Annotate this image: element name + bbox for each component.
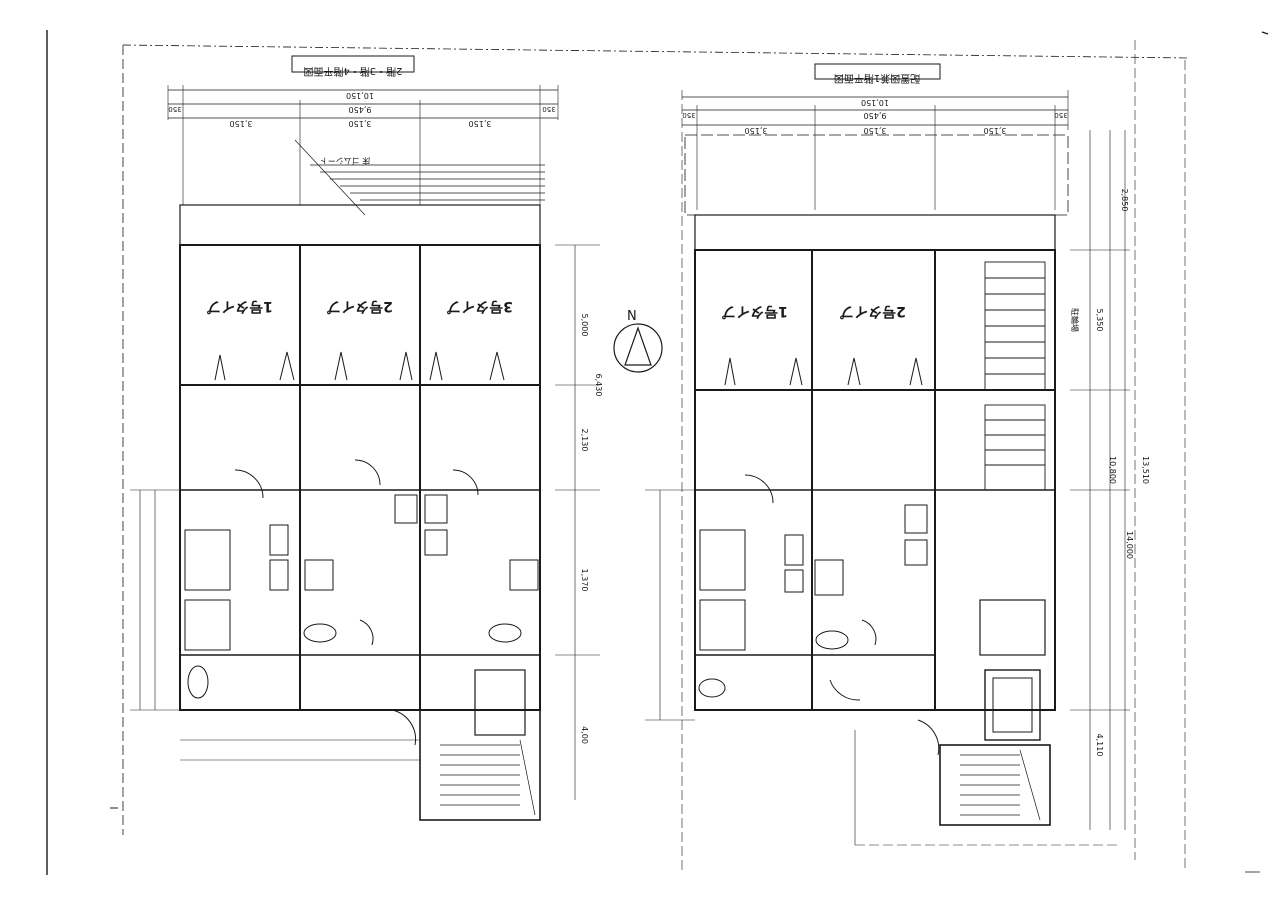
right-dim-5: 13,510 xyxy=(1141,456,1150,484)
left-bay-dim-1: 3,150 xyxy=(230,119,253,128)
left-balcony-note: 床 ゴムシート xyxy=(320,156,371,166)
right-plan-title: 配置図兼1階平面図 xyxy=(834,72,920,85)
left-bay-dim-2: 3,150 xyxy=(349,119,372,128)
right-dim-1: 2,850 xyxy=(1120,189,1129,212)
right-dim-6: 4,110 xyxy=(1095,734,1104,757)
right-room-2: 2号タイプ xyxy=(839,303,906,319)
right-dim-4: 14,000 xyxy=(1125,531,1134,559)
north-label: N xyxy=(627,309,637,324)
left-plan-labels: 2階・3階・4階平面図 10,150 9,450 350 350 3,150 3… xyxy=(168,65,603,744)
bicycle-parking xyxy=(984,261,1046,491)
left-right-dim-2: 6,430 xyxy=(594,374,603,397)
north-arrow: N xyxy=(613,309,663,373)
left-right-dim-5: 4,00 xyxy=(580,726,589,744)
right-floor-plan xyxy=(645,63,1130,870)
right-room-1: 1号タイプ xyxy=(721,303,788,319)
left-bay-dim-3: 3,150 xyxy=(469,119,492,128)
left-edge-dim: 350 xyxy=(168,105,181,113)
right-plan-title-box xyxy=(814,63,941,80)
left-room-2: 2号タイプ xyxy=(326,298,393,314)
right-edge-dim: 350 xyxy=(682,111,695,119)
left-floor-plan xyxy=(130,55,600,821)
right-dim-3: 10,800 xyxy=(1108,456,1117,484)
left-stair-treads xyxy=(440,739,536,816)
left-edge-dim-right: 350 xyxy=(542,105,555,113)
right-overall-width: 10,150 xyxy=(861,98,889,107)
left-right-dim-4: 1,370 xyxy=(580,569,589,592)
left-plan-title-box xyxy=(291,55,415,73)
right-inner-width: 9,450 xyxy=(864,111,887,120)
left-plan-title: 2階・3階・4階平面図 xyxy=(303,65,402,77)
right-stair-treads xyxy=(960,749,1041,821)
left-room-3: 3号タイプ xyxy=(446,298,513,314)
left-room-1: 1号タイプ xyxy=(206,298,273,314)
right-plan-labels: 配置図兼1階平面図 10,150 9,450 350 350 3,150 3,1… xyxy=(682,72,1150,756)
left-overall-width: 10,150 xyxy=(346,91,374,100)
right-edge-dim-right: 350 xyxy=(1054,111,1067,119)
left-right-dim-3: 2,130 xyxy=(580,429,589,452)
left-balcony-stairs xyxy=(294,139,545,216)
right-dim-2: 5,350 xyxy=(1095,309,1104,332)
bicycle-parking-label: 駐輪場 xyxy=(1070,308,1080,332)
left-inner-width: 9,450 xyxy=(349,105,372,114)
right-bay-dim-2: 3,150 xyxy=(864,126,887,135)
right-bay-dim-3: 3,150 xyxy=(984,126,1007,135)
right-bay-dim-1: 3,150 xyxy=(745,126,768,135)
left-right-dim-1: 5,000 xyxy=(580,314,589,337)
sheet-frame xyxy=(46,30,1269,875)
